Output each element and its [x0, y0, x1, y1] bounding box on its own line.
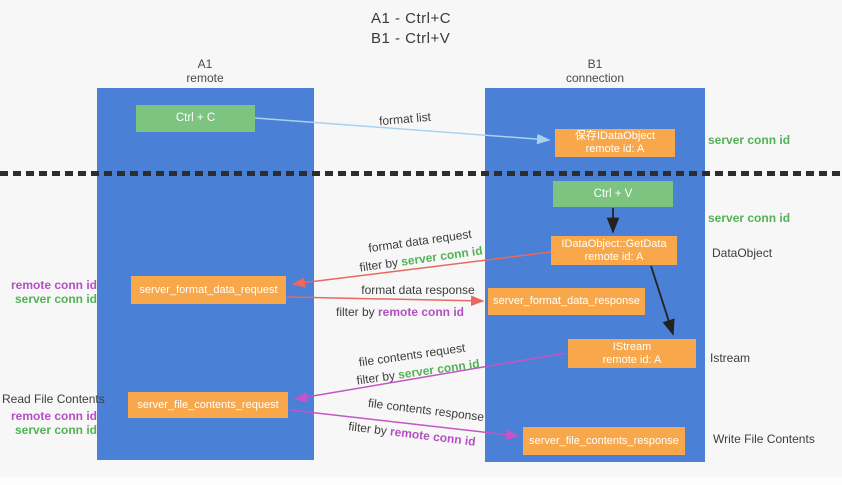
column-b-header: B1 connection [545, 57, 645, 85]
node-istream-line2: remote id: A [602, 353, 662, 366]
node-idataobject-getdata: IDataObject::GetData remote id: A [551, 236, 677, 265]
node-server-file-contents-response: server_file_contents_response [523, 427, 685, 455]
title-line-1: A1 - Ctrl+C [371, 10, 452, 27]
column-a-header-line2: remote [186, 71, 224, 85]
session-divider-dotted-line [0, 171, 842, 176]
label-remote-conn-id-left2: remote conn id [10, 409, 97, 423]
diagram-title: A1 - Ctrl+C B1 - Ctrl+V [371, 9, 451, 49]
filter-by-value: remote conn id [378, 305, 465, 319]
title-line-2: B1 - Ctrl+V [371, 30, 451, 47]
column-a-header-line1: A1 [197, 57, 213, 71]
node-istream-line1: IStream [612, 340, 652, 353]
label-write-file-contents: Write File Contents [713, 432, 815, 446]
node-idataobject-getdata-line2: remote id: A [584, 250, 644, 263]
node-istream: IStream remote id: A [568, 339, 696, 368]
filter-by-prefix: filter by [335, 305, 378, 319]
node-ctrl-v-label: Ctrl + V [593, 187, 633, 200]
node-server-format-data-request-label: server_format_data_request [139, 283, 278, 296]
filter-by-prefix: filter by [358, 254, 403, 275]
label-remote-conn-id-left1: remote conn id [10, 278, 97, 292]
label-server-conn-id-left1: server conn id [14, 292, 97, 306]
column-b-header-line2: connection [565, 71, 625, 85]
node-idataobject-getdata-line1: IDataObject::GetData [561, 237, 667, 250]
label-file-contents-response: file contents response [367, 395, 485, 425]
filter-by-prefix: filter by [347, 419, 392, 439]
node-save-idataobject-line1: 保存IDataObject [574, 130, 656, 142]
node-server-file-contents-request: server_file_contents_request [128, 392, 288, 418]
filter-by-value: remote conn id [389, 424, 477, 449]
label-istream: Istream [710, 351, 751, 365]
label-read-file-contents: Read File Contents [2, 392, 105, 406]
label-format-list: format list [378, 109, 432, 129]
node-server-format-data-response-label: server_format_data_response [493, 295, 640, 307]
label-format-data-response: format data response [361, 283, 475, 297]
bottom-strip [0, 477, 842, 485]
label-server-conn-id-mid: server conn id [708, 211, 791, 225]
label-filter-by-remote-conn-id-2: filter by remote conn id [348, 419, 477, 448]
format-data-response-arrow [286, 295, 485, 307]
label-server-conn-id-top: server conn id [708, 133, 791, 147]
node-save-idataobject-line2: remote id: A [585, 143, 645, 155]
node-server-file-contents-request-label: server_file_contents_request [137, 398, 279, 411]
node-ctrl-c-label: Ctrl + C [175, 112, 216, 124]
node-ctrl-c: Ctrl + C [136, 105, 255, 132]
node-save-idataobject: 保存IDataObject remote id: A [555, 129, 675, 157]
node-ctrl-v: Ctrl + V [553, 181, 673, 207]
label-dataobject: DataObject [712, 246, 773, 260]
node-server-file-contents-response-label: server_file_contents_response [529, 434, 679, 447]
filter-by-prefix: filter by [355, 367, 400, 388]
node-server-format-data-response: server_format_data_response [488, 288, 645, 315]
node-server-format-data-request: server_format_data_request [131, 276, 286, 304]
label-filter-by-remote-conn-id-1: filter by remote conn id [336, 305, 464, 319]
label-server-conn-id-left2: server conn id [14, 423, 97, 437]
column-b-header-line1: B1 [587, 57, 603, 71]
column-a-header: A1 remote [155, 57, 255, 85]
